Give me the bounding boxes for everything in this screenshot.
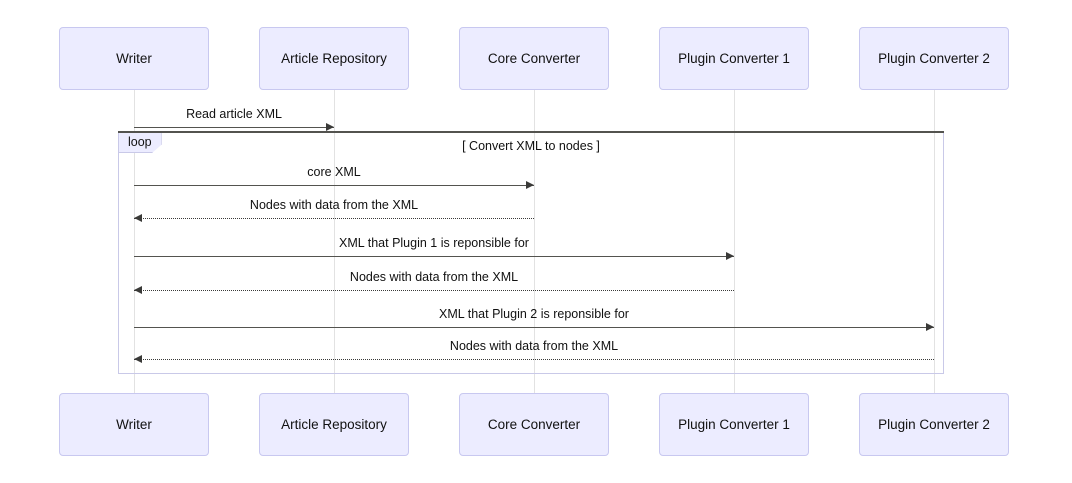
participant-label: Plugin Converter 2 (878, 51, 990, 66)
participant-box-core[interactable]: Core Converter (459, 27, 609, 90)
message-label-m6: Nodes with data from the XML (449, 339, 619, 353)
participant-label: Plugin Converter 1 (678, 417, 790, 432)
participant-label: Article Repository (281, 417, 387, 432)
message-label-m1: core XML (307, 165, 361, 179)
message-line-m5 (134, 327, 934, 328)
participant-label: Plugin Converter 1 (678, 51, 790, 66)
message-line-m2 (134, 218, 534, 219)
loop-fragment-label: loop (118, 133, 162, 153)
message-line-m1 (134, 185, 534, 186)
participant-box-plugin2[interactable]: Plugin Converter 2 (859, 27, 1009, 90)
participant-box-plugin1[interactable]: Plugin Converter 1 (659, 27, 809, 90)
message-arrowhead-m2 (134, 214, 142, 222)
participant-label: Plugin Converter 2 (878, 417, 990, 432)
message-arrowhead-m6 (134, 355, 142, 363)
participant-label: Writer (116, 417, 152, 432)
lifeline-plugin1 (734, 90, 735, 393)
lifeline-writer (134, 90, 135, 393)
participant-box-writer[interactable]: Writer (59, 27, 209, 90)
lifeline-plugin2 (934, 90, 935, 393)
participant-label: Core Converter (487, 51, 581, 66)
message-arrowhead-m5 (926, 323, 934, 331)
participant-box-bottom-writer[interactable]: Writer (59, 393, 209, 456)
loop-fragment-condition: [ Convert XML to nodes ] (462, 139, 600, 153)
message-line-m4 (134, 290, 734, 291)
participant-box-repo[interactable]: Article Repository (259, 27, 409, 90)
message-label-m2: Nodes with data from the XML (249, 198, 419, 212)
message-label-m0: Read article XML (186, 107, 282, 121)
message-line-m0 (134, 127, 334, 128)
message-line-m3 (134, 256, 734, 257)
message-label-m4: Nodes with data from the XML (349, 270, 519, 284)
message-arrowhead-m1 (526, 181, 534, 189)
participant-label: Article Repository (281, 51, 387, 66)
message-label-m3: XML that Plugin 1 is reponsible for (339, 236, 529, 250)
participant-box-bottom-core[interactable]: Core Converter (459, 393, 609, 456)
message-arrowhead-m0 (326, 123, 334, 131)
message-arrowhead-m3 (726, 252, 734, 260)
message-label-m5: XML that Plugin 2 is reponsible for (439, 307, 629, 321)
participant-box-bottom-repo[interactable]: Article Repository (259, 393, 409, 456)
lifeline-core (534, 90, 535, 393)
loop-fragment (118, 133, 944, 374)
participant-label: Core Converter (487, 417, 581, 432)
message-line-m6 (134, 359, 934, 360)
loop-fragment-topline (118, 131, 944, 133)
participant-box-bottom-plugin2[interactable]: Plugin Converter 2 (859, 393, 1009, 456)
message-arrowhead-m4 (134, 286, 142, 294)
participant-box-bottom-plugin1[interactable]: Plugin Converter 1 (659, 393, 809, 456)
lifeline-repo (334, 90, 335, 393)
participant-label: Writer (116, 51, 152, 66)
